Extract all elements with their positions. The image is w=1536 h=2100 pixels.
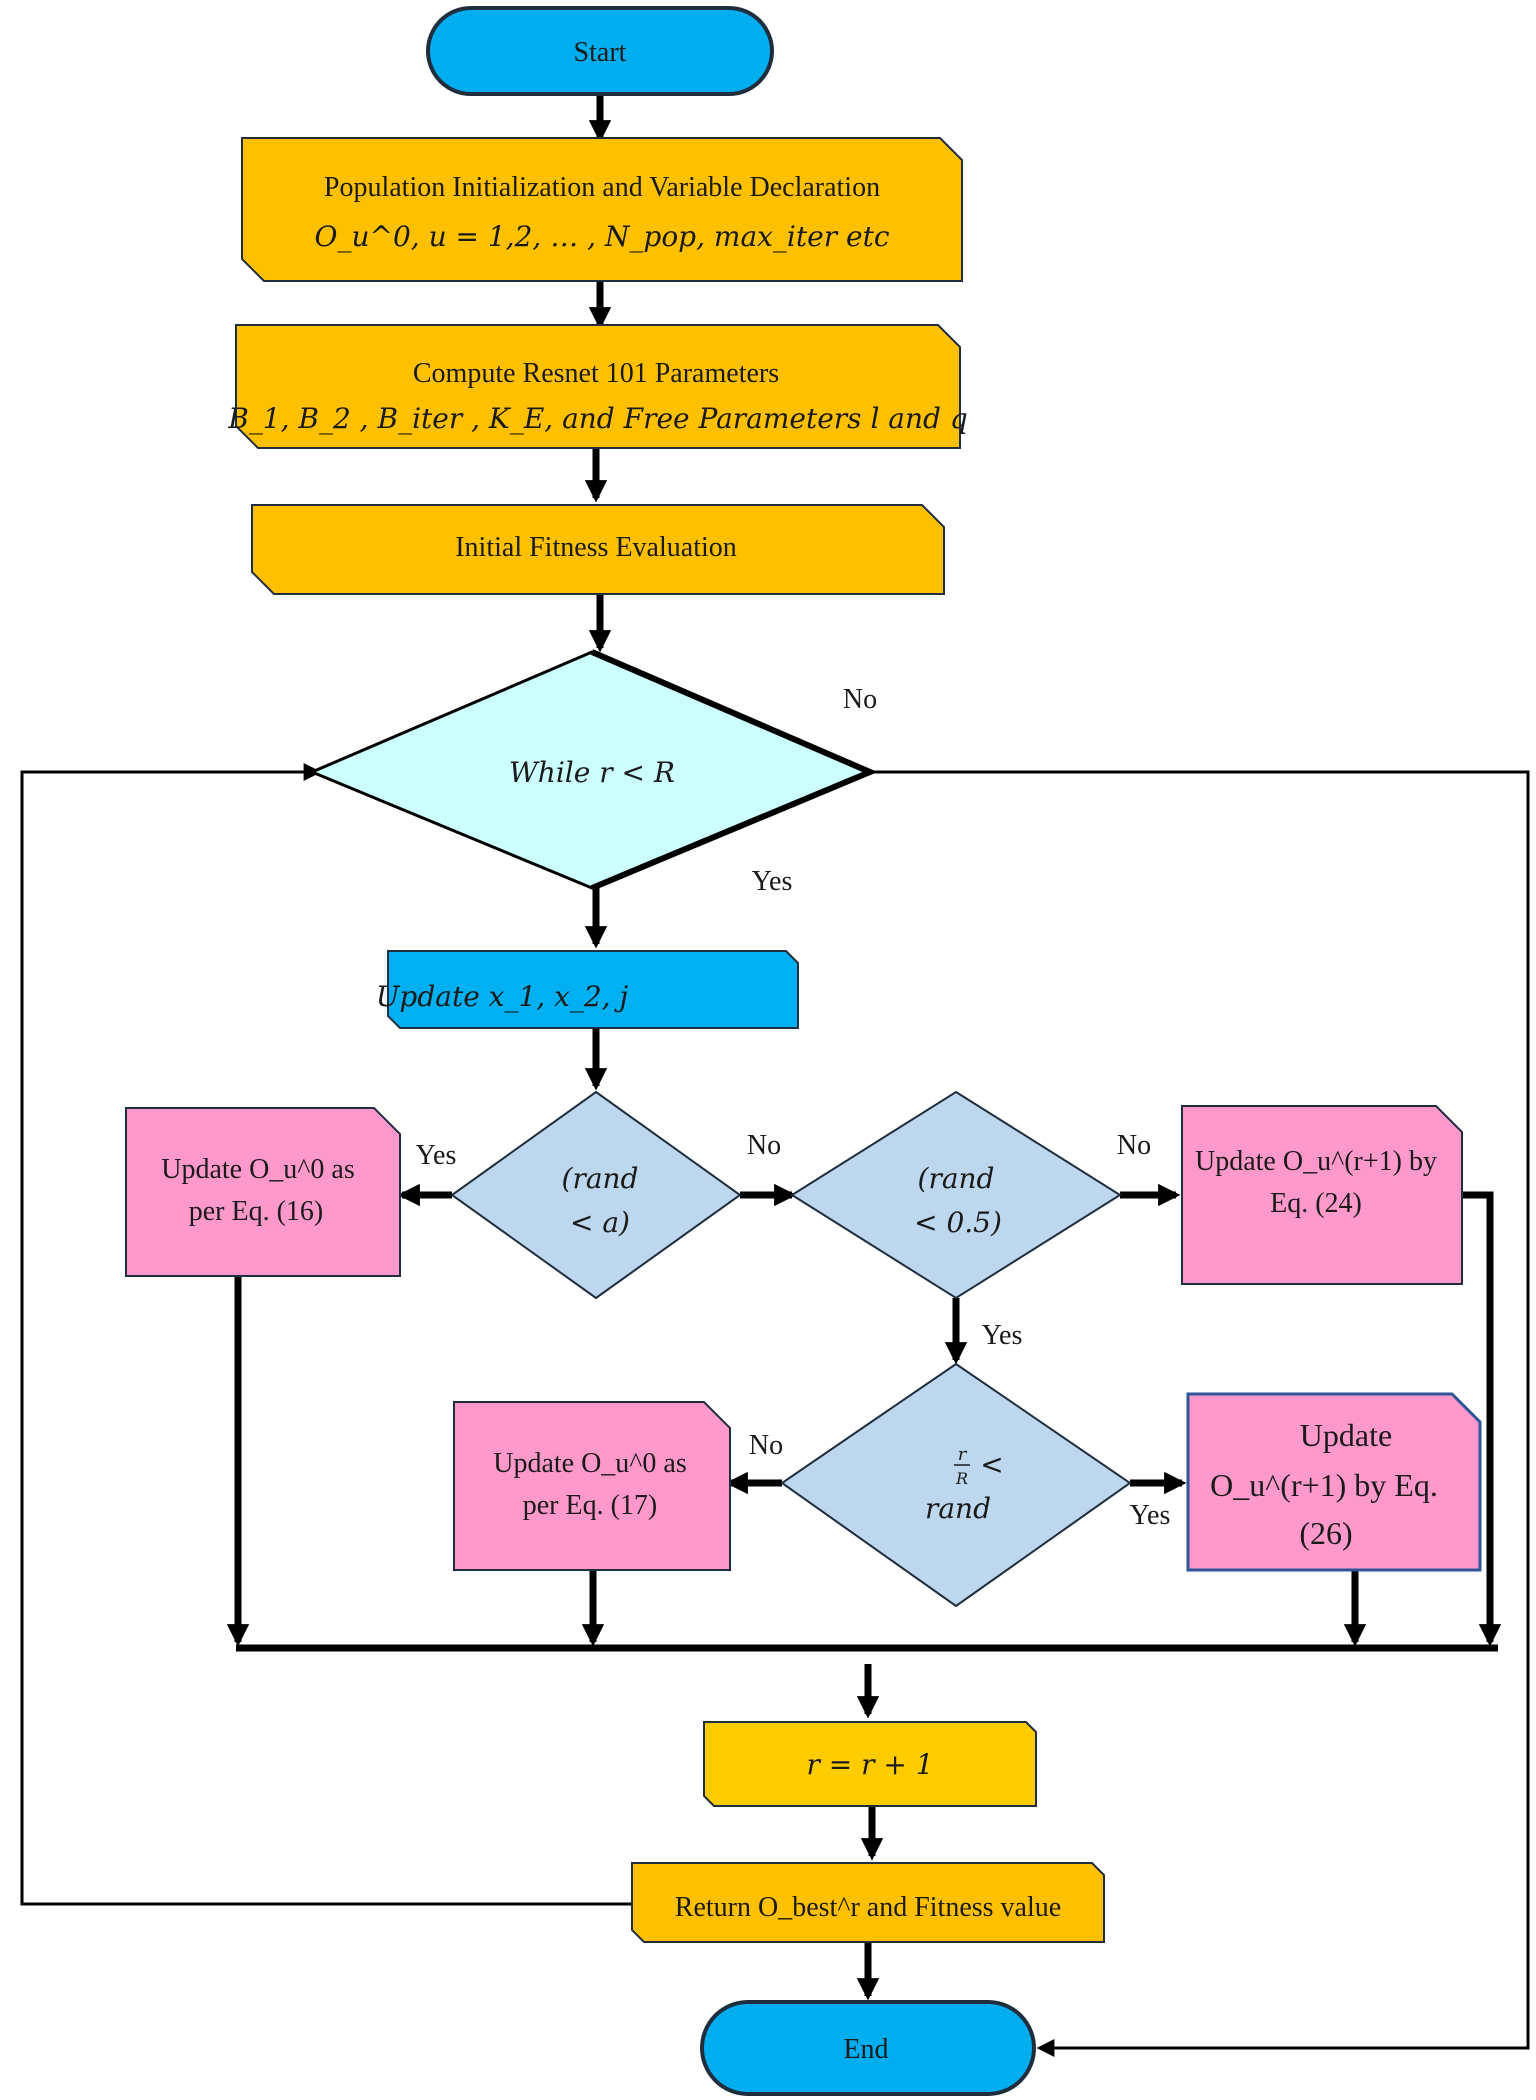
init-variables: O_u^0, u = 1,2, … , N_pop, max_iter etc xyxy=(315,220,890,253)
increment-label: r = r + 1 xyxy=(806,1748,933,1781)
rand-a-no-label: No xyxy=(747,1130,781,1161)
resnet-title: Compute Resnet 101 Parameters xyxy=(413,358,779,389)
ratio-operator: < xyxy=(980,1448,1003,1481)
while-label: While r < R xyxy=(509,756,675,789)
update-x-process: Update x_1, x_2, j xyxy=(376,950,799,1029)
return-process: Return O_best^r and Fitness value xyxy=(631,1862,1105,1943)
eq26-line1: Update xyxy=(1300,1417,1392,1453)
rand-a-line2: < a) xyxy=(570,1206,630,1239)
increment-process: r = r + 1 xyxy=(703,1721,1037,1807)
edge-labels: No Yes Yes No No Yes No Yes xyxy=(416,684,1171,1531)
eq16-line1: Update O_u^0 as xyxy=(161,1154,355,1185)
rand-a-line1: (rand xyxy=(562,1162,639,1195)
ratio-line2: rand xyxy=(925,1492,991,1525)
ratio-yes-label: Yes xyxy=(1130,1500,1171,1531)
init-title: Population Initialization and Variable D… xyxy=(324,172,880,203)
resnet-parameters: B_1, B_2 , B_iter , K_E, and Free Parame… xyxy=(227,402,968,435)
rand-05-line1: (rand xyxy=(918,1162,995,1195)
return-label: Return O_best^r and Fitness value xyxy=(675,1892,1061,1923)
eq17-line1: Update O_u^0 as xyxy=(493,1448,687,1479)
end-terminal: End xyxy=(700,2000,1036,2096)
eq24-line1: Update O_u^(r+1) by xyxy=(1195,1146,1437,1177)
update-x-label: Update x_1, x_2, j xyxy=(376,980,629,1013)
edge-eq24-down xyxy=(1462,1191,1502,1647)
eq16-process: Update O_u^0 as per Eq. (16) xyxy=(125,1107,401,1277)
rand-05-no-label: No xyxy=(1117,1130,1151,1161)
ratio-numerator: r xyxy=(958,1444,968,1465)
rand-a-decision: (rand < a) xyxy=(450,1090,742,1300)
resnet-process: Compute Resnet 101 Parameters B_1, B_2 ,… xyxy=(227,324,968,449)
edges xyxy=(20,94,1530,2057)
eq24-process: Update O_u^(r+1) by Eq. (24) xyxy=(1181,1105,1463,1285)
rand-05-line2: < 0.5) xyxy=(914,1206,1002,1239)
eq26-line3: (26) xyxy=(1299,1515,1352,1551)
eq16-line2: per Eq. (16) xyxy=(189,1196,324,1227)
fitness-label: Initial Fitness Evaluation xyxy=(455,532,737,563)
eq26-line2: O_u^(r+1) by Eq. xyxy=(1210,1467,1438,1503)
while-decision: While r < R xyxy=(308,649,878,891)
edge-while-no-end xyxy=(870,770,1530,2057)
eq24-line2: Eq. (24) xyxy=(1270,1188,1362,1219)
rand-a-yes-label: Yes xyxy=(416,1140,457,1171)
start-terminal: Start xyxy=(426,6,774,96)
end-label: End xyxy=(843,2034,888,2065)
ratio-no-label: No xyxy=(749,1430,783,1461)
ratio-denominator: R xyxy=(955,1469,968,1488)
init-process: Population Initialization and Variable D… xyxy=(241,137,963,282)
fitness-process: Initial Fitness Evaluation xyxy=(251,504,945,595)
rand-05-yes-label: Yes xyxy=(982,1320,1023,1351)
edge-loop-back xyxy=(20,763,632,1906)
while-no-label: No xyxy=(843,684,877,715)
ratio-decision: r R < rand xyxy=(780,1362,1132,1608)
eq17-line2: per Eq. (17) xyxy=(523,1490,658,1521)
eq17-process: Update O_u^0 as per Eq. (17) xyxy=(453,1401,731,1571)
start-label: Start xyxy=(574,37,627,68)
rand-05-decision: (rand < 0.5) xyxy=(790,1090,1122,1300)
eq26-process: Update O_u^(r+1) by Eq. (26) xyxy=(1186,1392,1482,1572)
while-yes-label: Yes xyxy=(752,866,793,897)
